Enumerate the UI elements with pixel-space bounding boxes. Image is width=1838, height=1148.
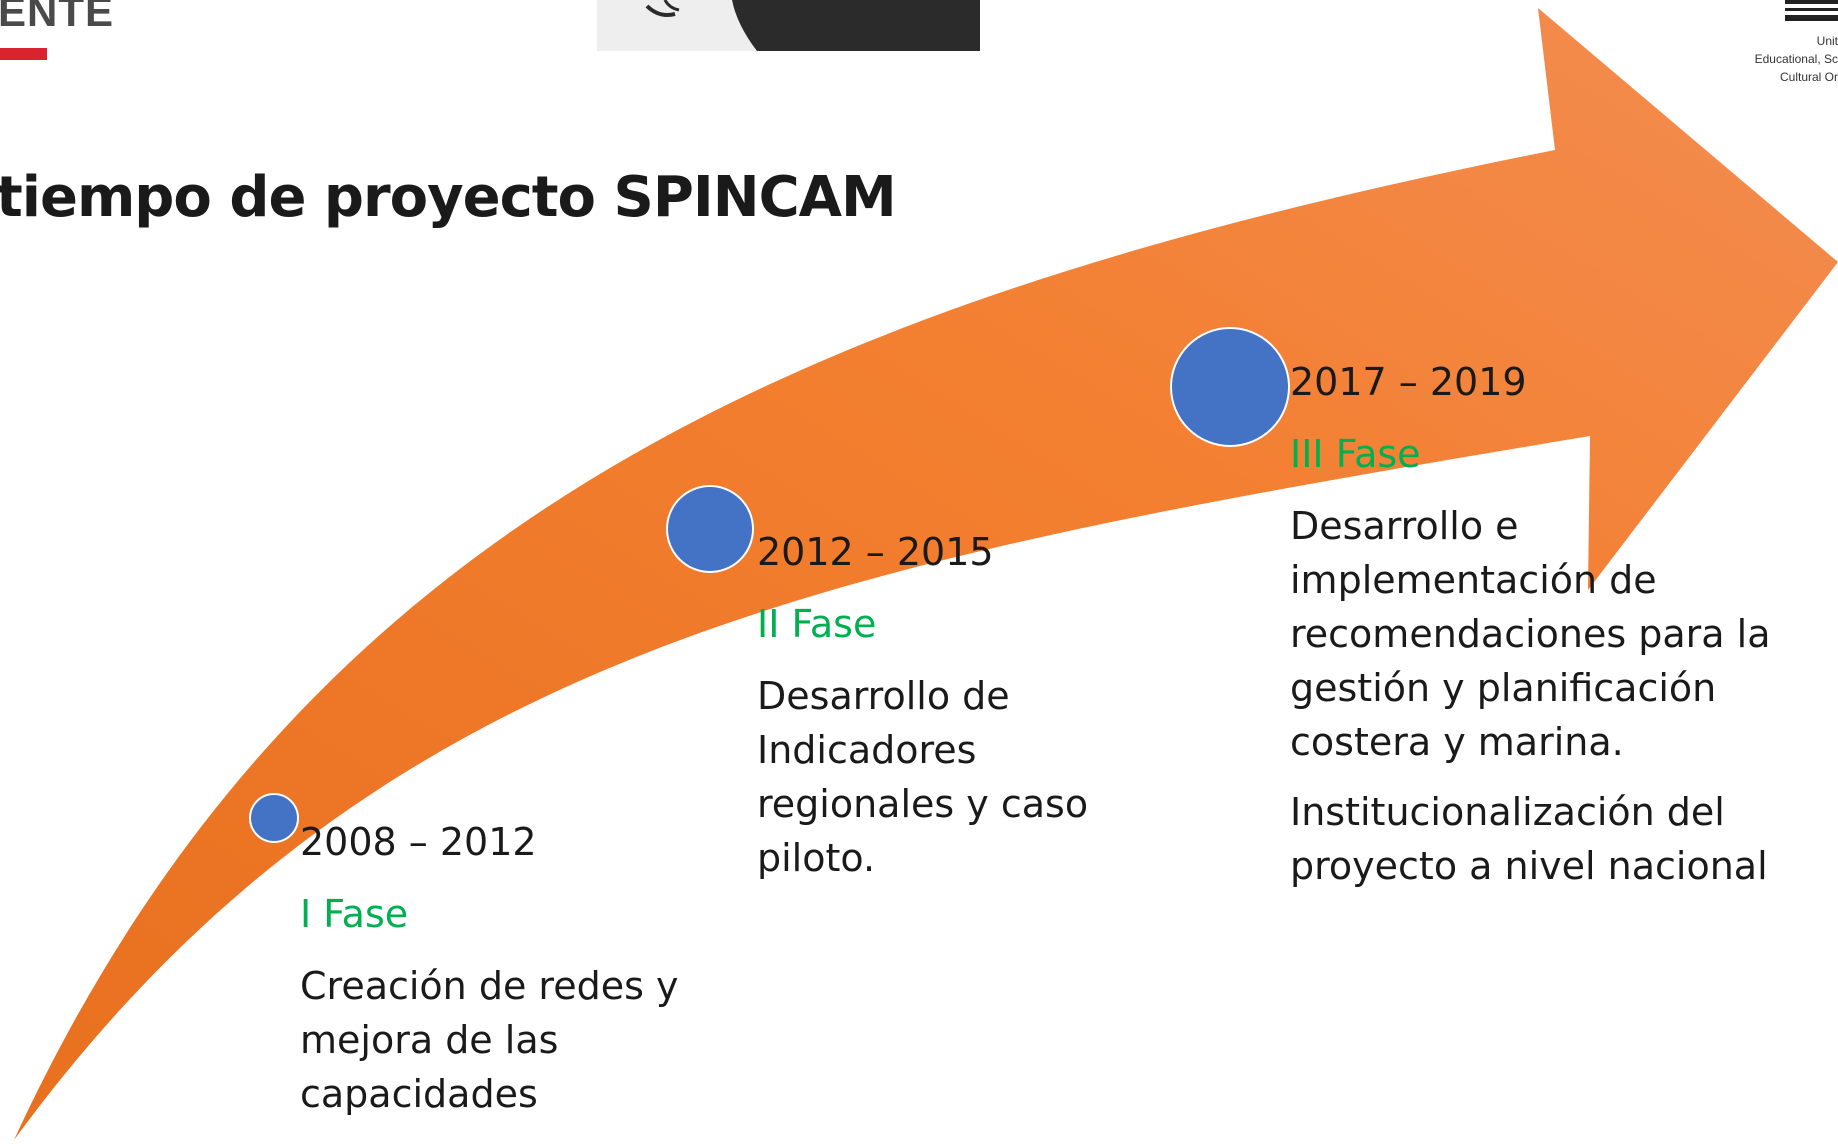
phase-1-years: 2008 – 2012 <box>300 820 537 864</box>
unesco-text-line-2: Educational, Sc <box>1754 52 1838 66</box>
partner-logo-center-graphic <box>597 0 980 51</box>
timeline-phase-3: 2017 – 2019 III Fase Desarrollo e implem… <box>1290 355 1810 893</box>
phase-3-description: Desarrollo e implementación de recomenda… <box>1290 504 1771 764</box>
partner-logo-left-text: ENTE <box>0 0 115 35</box>
phase-2-description: Desarrollo de Indicadores regionales y c… <box>757 674 1089 880</box>
unesco-text-line-1: Unit <box>1816 34 1838 48</box>
unesco-text-line-3: Cultural Or <box>1779 70 1838 84</box>
timeline-marker-phase-2 <box>666 485 754 573</box>
phase-2-years: 2012 – 2015 <box>757 530 994 574</box>
phase-1-description: Creación de redes y mejora de las capaci… <box>300 964 679 1116</box>
partner-logo-red-bar <box>0 48 47 60</box>
timeline-phase-2: 2012 – 2015 II Fase Desarrollo de Indica… <box>757 525 1117 885</box>
phase-3-description-2: Institucionalización del proyecto a nive… <box>1290 790 1768 888</box>
timeline-arrow-shape <box>14 8 1838 1140</box>
unesco-temple-icon <box>1785 0 1838 21</box>
phase-3-years: 2017 – 2019 <box>1290 360 1527 404</box>
partner-logo-center <box>597 0 980 51</box>
unesco-logo: Unit Educational, Sc Cultural Or <box>1690 0 1838 110</box>
timeline-marker-phase-3 <box>1170 327 1290 447</box>
timeline-marker-phase-1 <box>249 793 299 843</box>
timeline-phase-1: 2008 – 2012 I Fase Creación de redes y m… <box>300 815 700 1121</box>
phase-3-label: III Fase <box>1290 432 1421 476</box>
phase-1-label: I Fase <box>300 892 409 936</box>
partner-logo-left: ENTE <box>0 0 120 70</box>
slide-title: tiempo de proyecto SPINCAM <box>0 165 897 230</box>
phase-2-label: II Fase <box>757 602 877 646</box>
